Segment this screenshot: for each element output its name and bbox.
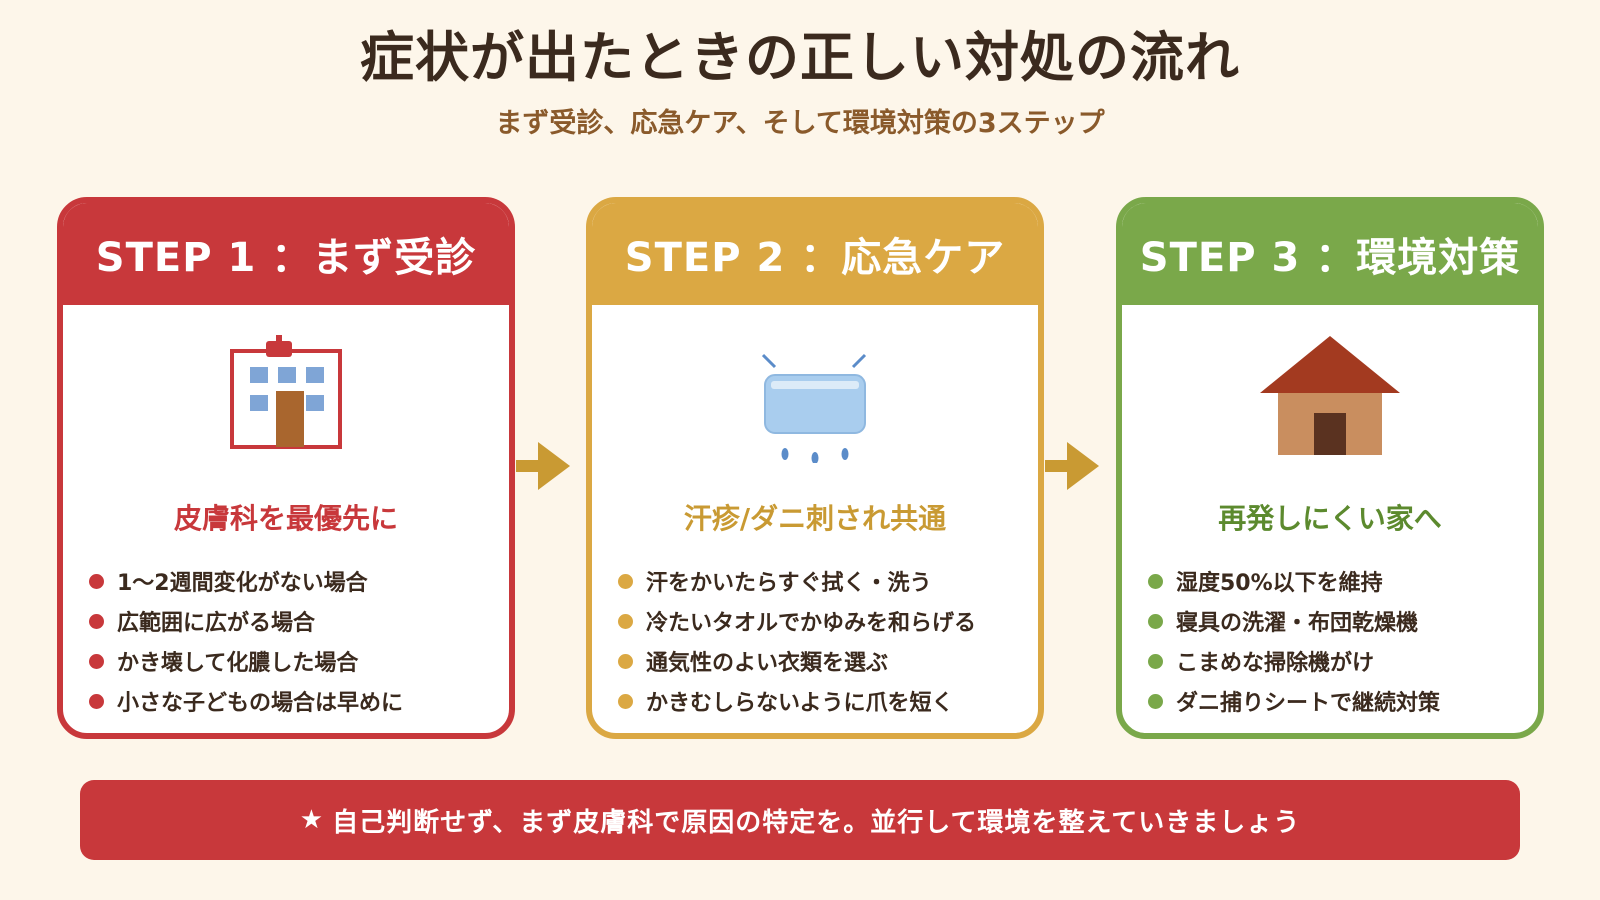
bullet-icon	[89, 613, 104, 629]
list-item-text: ダニ捕りシートで継続対策	[1176, 691, 1441, 716]
bullet-icon	[89, 653, 104, 669]
list-item-text: こまめな掃除機がけ	[1176, 651, 1375, 676]
bullet-icon	[1148, 693, 1163, 709]
bullet-icon	[1148, 653, 1163, 669]
list-item: 冷たいタオルでかゆみを和らげる	[618, 601, 976, 641]
list-item: 1〜2週間変化がない場合	[89, 561, 403, 601]
list-item: 湿度50%以下を維持	[1148, 561, 1440, 601]
step-3-subheading: 再発しにくい家へ	[1218, 502, 1442, 535]
list-item-text: かきむしらないように爪を短く	[646, 691, 954, 716]
list-item-text: 通気性のよい衣類を選ぶ	[646, 651, 889, 676]
arrow-right-icon	[1045, 442, 1099, 490]
list-item-text: 汗をかいたらすぐ拭く・洗う	[646, 571, 932, 596]
house-icon	[1122, 333, 1538, 473]
list-item: 汗をかいたらすぐ拭く・洗う	[618, 561, 976, 601]
step-2-list: 汗をかいたらすぐ拭く・洗う 冷たいタオルでかゆみを和らげる 通気性のよい衣類を選…	[618, 561, 976, 721]
list-item: 寝具の洗濯・布団乾燥機	[1148, 601, 1440, 641]
cold-towel-icon	[592, 333, 1038, 473]
list-item: かきむしらないように爪を短く	[618, 681, 976, 721]
list-item: こまめな掃除機がけ	[1148, 641, 1440, 681]
list-item-text: 小さな子どもの場合は早めに	[117, 691, 404, 716]
list-item-text: 寝具の洗濯・布団乾燥機	[1176, 611, 1419, 636]
step-1-list: 1〜2週間変化がない場合 広範囲に広がる場合 かき壊して化膿した場合 小さな子ど…	[89, 561, 403, 721]
list-item-text: かき壊して化膿した場合	[117, 651, 359, 676]
star-icon: ★	[299, 805, 325, 835]
step-3-card: STEP 3 ：環境対策 再発しにくい家へ 湿度50%以下を維持 寝具の洗濯・布…	[1116, 197, 1544, 739]
page-title: 症状が出たときの正しい対処の流れ	[360, 26, 1240, 89]
page-subtitle: まず受診、応急ケア、そして環境対策の3ステップ	[495, 108, 1105, 139]
bullet-icon	[618, 653, 633, 669]
step-3-header: STEP 3 ：環境対策	[1122, 203, 1538, 305]
list-item: 広範囲に広がる場合	[89, 601, 403, 641]
list-item: ダニ捕りシートで継続対策	[1148, 681, 1440, 721]
arrow-right-icon	[516, 442, 570, 490]
step-3-list: 湿度50%以下を維持 寝具の洗濯・布団乾燥機 こまめな掃除機がけ ダニ捕りシート…	[1148, 561, 1440, 721]
step-1-subheading: 皮膚科を最優先に	[173, 502, 398, 535]
list-item: かき壊して化膿した場合	[89, 641, 403, 681]
bullet-icon	[1148, 613, 1163, 629]
step-2-subheading: 汗疹/ダニ刺され共通	[683, 502, 947, 535]
step-2-card: STEP 2 ：応急ケア 汗疹/ダニ刺され共通 汗をかいたらすぐ拭く・洗う 冷た…	[586, 197, 1044, 739]
bullet-icon	[89, 573, 104, 589]
footer-text: 自己判断せず、まず皮膚科で原因の特定を。並行して環境を整えていきましょう	[332, 807, 1301, 838]
bullet-icon	[618, 693, 633, 709]
bullet-icon	[618, 613, 633, 629]
list-item: 通気性のよい衣類を選ぶ	[618, 641, 976, 681]
step-1-card: STEP 1 ：まず受診 皮膚科を最優先に 1〜2週間変化がない場合 広範囲に広…	[57, 197, 515, 739]
list-item-text: 広範囲に広がる場合	[117, 611, 316, 636]
bullet-icon	[89, 693, 104, 709]
step-2-header: STEP 2 ：応急ケア	[592, 203, 1038, 305]
list-item-text: 1〜2週間変化がない場合	[117, 571, 368, 596]
bullet-icon	[618, 573, 633, 589]
list-item: 小さな子どもの場合は早めに	[89, 681, 403, 721]
hospital-icon	[63, 333, 509, 473]
footer-banner: ★ 自己判断せず、まず皮膚科で原因の特定を。並行して環境を整えていきましょう	[80, 780, 1520, 860]
bullet-icon	[1148, 573, 1163, 589]
list-item-text: 冷たいタオルでかゆみを和らげる	[646, 611, 977, 636]
step-1-header: STEP 1 ：まず受診	[63, 203, 509, 305]
list-item-text: 湿度50%以下を維持	[1176, 571, 1383, 596]
